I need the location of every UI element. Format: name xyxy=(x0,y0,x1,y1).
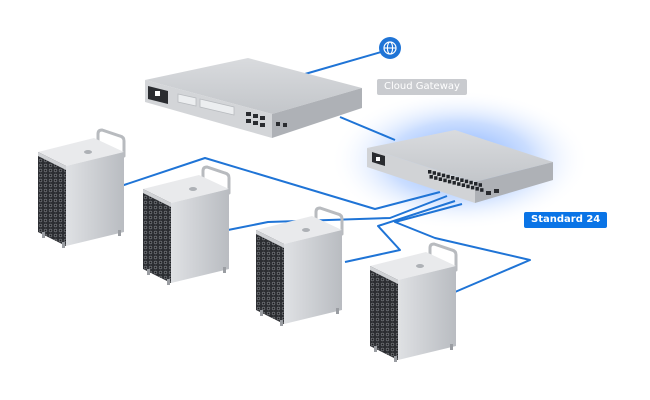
switch-port xyxy=(432,171,436,175)
tower-2 xyxy=(143,165,231,285)
switch-port xyxy=(461,183,466,187)
switch-port xyxy=(446,174,450,179)
cable-tower1 xyxy=(117,157,441,210)
cable-tower4 xyxy=(394,203,531,293)
switch-port xyxy=(474,182,478,186)
switch-port xyxy=(455,177,459,181)
switch-port xyxy=(434,176,438,180)
switch-port xyxy=(460,178,464,182)
cloud-gateway-device xyxy=(145,58,362,138)
switch-port xyxy=(475,187,479,191)
switch-port xyxy=(441,173,446,178)
switch-port xyxy=(437,172,441,176)
tower-4 xyxy=(370,242,458,362)
tower-1 xyxy=(38,128,126,248)
switch-ports xyxy=(428,170,484,192)
switch-port xyxy=(469,180,473,185)
switch-port xyxy=(443,178,447,183)
switch-port xyxy=(457,182,461,186)
switch-port xyxy=(429,175,433,179)
switch-port xyxy=(466,184,470,189)
switch-port xyxy=(480,188,484,192)
switch-port xyxy=(428,170,432,174)
cable-gateway-internet xyxy=(304,49,389,75)
switch-port xyxy=(478,183,482,187)
globe-icon xyxy=(379,37,401,59)
switch-port xyxy=(452,181,456,185)
tower-3 xyxy=(256,206,344,326)
gateway-ports xyxy=(246,112,287,127)
cable-gateway-switch xyxy=(339,116,396,141)
cable-tower2 xyxy=(227,195,448,231)
switch-port xyxy=(447,179,452,184)
switch-port xyxy=(470,185,475,190)
switch-port xyxy=(464,179,469,184)
standard-24-label: Standard 24 xyxy=(524,212,608,228)
switch-port xyxy=(438,177,443,181)
cables xyxy=(117,49,531,293)
cloud-gateway-label: Cloud Gateway xyxy=(377,79,467,95)
switch-device xyxy=(367,130,553,203)
cable-tower3 xyxy=(344,200,456,263)
switch-port xyxy=(451,176,455,180)
